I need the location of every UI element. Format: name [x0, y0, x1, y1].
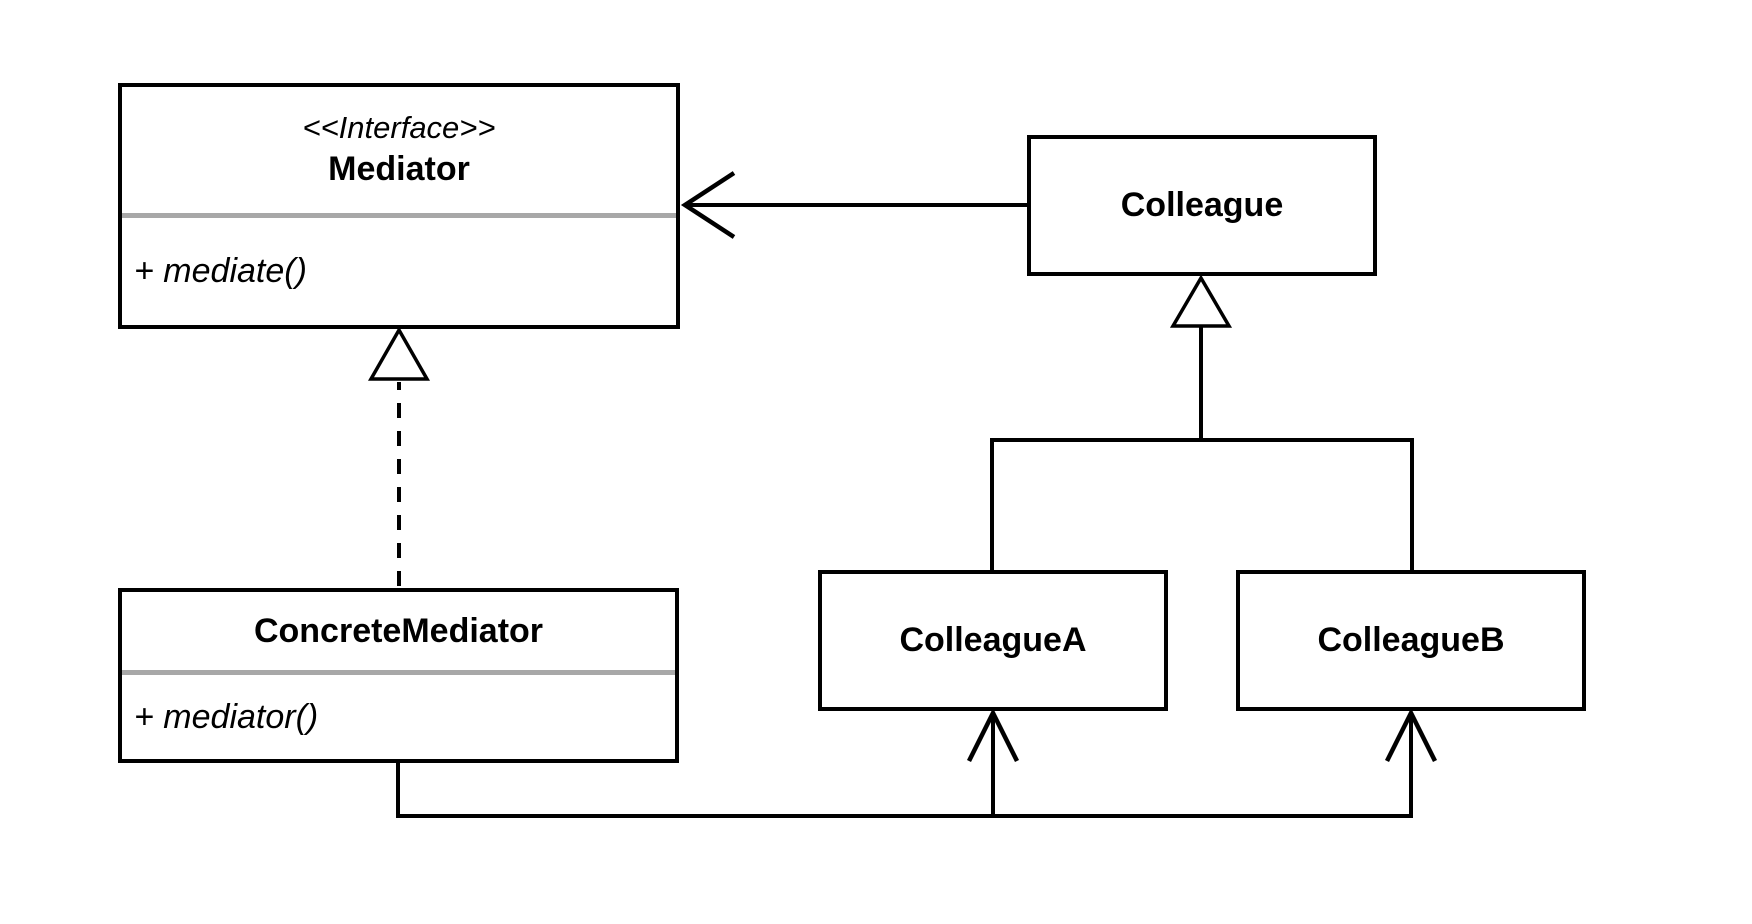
class-header: <<Interface>> Mediator	[122, 87, 676, 213]
open-arrowhead-icon	[966, 707, 1020, 763]
hollow-triangle-icon	[1169, 274, 1233, 328]
class-box-mediator: <<Interface>> Mediator + mediate()	[118, 83, 680, 329]
class-box-colleaguea: ColleagueA	[818, 570, 1168, 711]
class-name: ConcreteMediator	[253, 612, 544, 650]
class-box-colleagueb: ColleagueB	[1236, 570, 1586, 711]
class-name: ColleagueB	[1317, 621, 1505, 659]
generalization-branch	[990, 438, 1414, 571]
class-box-concretemediator: ConcreteMediator + mediator()	[118, 588, 679, 763]
realization-concretemediator-to-mediator	[367, 326, 431, 586]
class-name: Mediator	[328, 150, 470, 188]
method-label: + mediate()	[134, 252, 307, 290]
method-label: + mediator()	[134, 697, 319, 736]
open-arrowhead-icon	[680, 171, 736, 239]
hollow-triangle-icon	[367, 326, 431, 381]
compartment-divider	[122, 213, 676, 218]
stereotype-label: <<Interface>>	[302, 110, 496, 145]
open-arrowhead-icon	[1384, 707, 1438, 763]
generalization-colleagues-to-colleague	[990, 274, 1414, 571]
compartment-divider	[122, 670, 675, 675]
class-header: ConcreteMediator	[122, 592, 675, 670]
class-name: ColleagueA	[899, 621, 1087, 659]
association-colleague-to-mediator	[680, 171, 1027, 239]
class-name: Colleague	[1120, 186, 1284, 224]
class-box-colleague: Colleague	[1027, 135, 1377, 276]
method-compartment: + mediate()	[122, 218, 676, 325]
method-compartment: + mediator()	[122, 675, 675, 759]
